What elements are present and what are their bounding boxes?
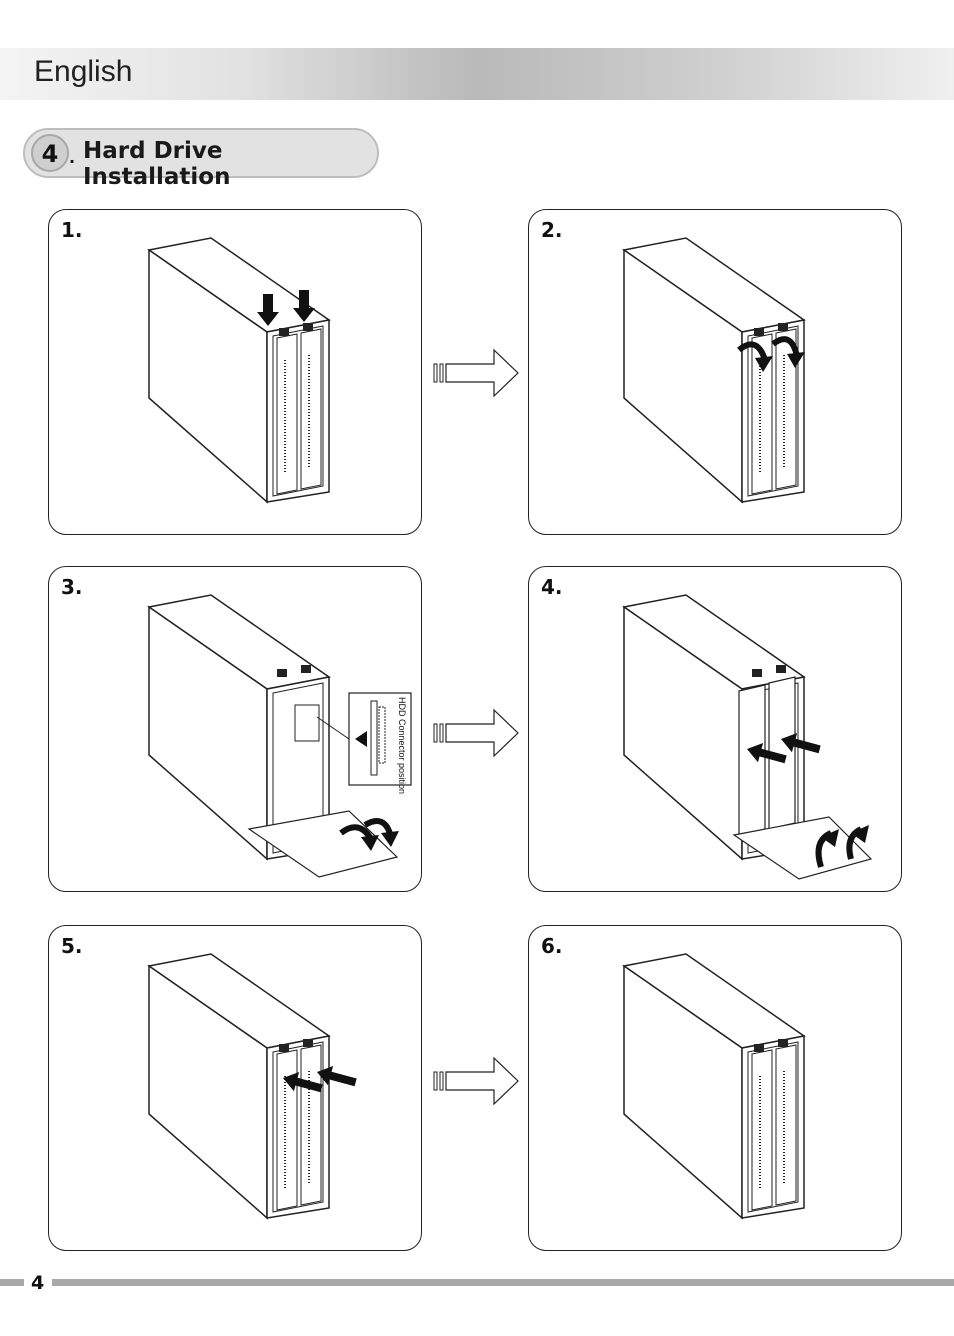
step-label-1: 1. (61, 218, 83, 242)
hdd-connector-callout: HDD Connector position (397, 697, 407, 795)
enclosure-illustration-2 (623, 237, 805, 503)
step-panel-2: 2. (528, 209, 902, 535)
section-title: Hard Drive Installation (83, 138, 231, 190)
step-panel-4: 4. (528, 566, 902, 892)
step-label-3: 3. (61, 575, 83, 599)
step-label-4: 4. (541, 575, 563, 599)
step-label-6: 6. (541, 934, 563, 958)
step-panel-5: 5. (48, 925, 422, 1251)
step-panel-3: 3. HDD Connector position (48, 566, 422, 892)
section-number-dot: . (69, 148, 76, 167)
enclosure-drive-insert-illustration-4 (623, 594, 873, 880)
section-number: 4 (31, 134, 69, 172)
next-step-arrow-2 (433, 708, 519, 758)
step-panel-6: 6. (528, 925, 902, 1251)
footer-rule (52, 1279, 954, 1286)
step-label-2: 2. (541, 218, 563, 242)
step-panel-1: 1. (48, 209, 422, 535)
language-header-bar (0, 48, 954, 100)
section-heading: 4 . Hard Drive Installation (23, 128, 379, 190)
next-step-arrow-1 (433, 348, 519, 398)
enclosure-open-illustration-3 (148, 594, 412, 878)
footer-rule-left (0, 1279, 24, 1286)
enclosure-illustration-1 (148, 237, 330, 503)
page-number: 4 (31, 1272, 45, 1294)
next-step-arrow-3 (433, 1056, 519, 1106)
language-title: English (34, 55, 133, 88)
enclosure-closed-illustration-6 (623, 953, 805, 1219)
step-label-5: 5. (61, 934, 83, 958)
enclosure-tray-close-illustration-5 (148, 953, 359, 1219)
